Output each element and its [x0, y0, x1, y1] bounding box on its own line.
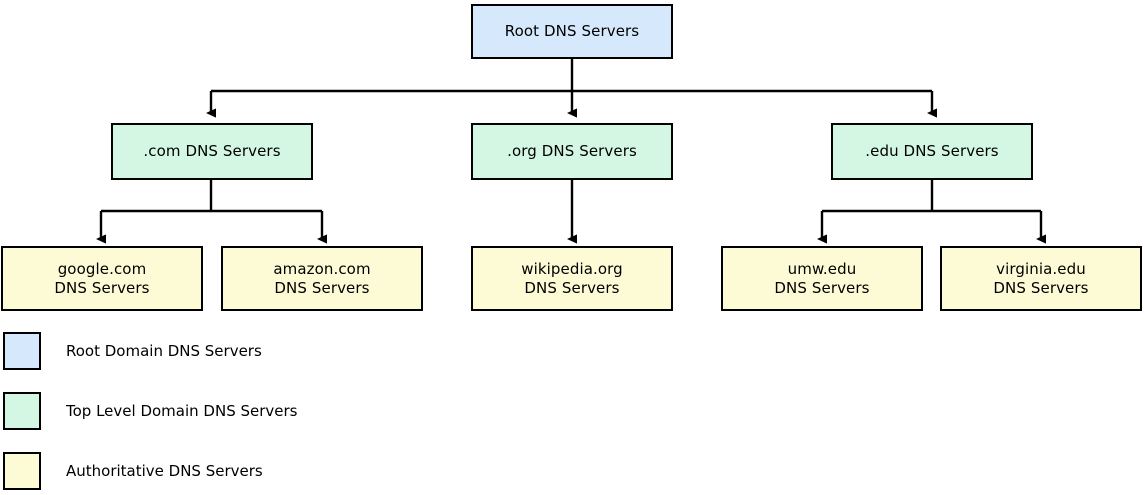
node-google-label-line1: google.com	[57, 259, 147, 278]
edge-edu-bus	[822, 180, 1041, 213]
node-wikipedia-dns-servers[interactable]: wikipedia.org DNS Servers	[471, 246, 673, 311]
node-org-label: .org DNS Servers	[507, 142, 637, 160]
node-wikipedia-label-line1: wikipedia.org	[521, 259, 623, 278]
node-virginia-label-line1: virginia.edu	[996, 259, 1086, 278]
legend-item-top-level-domain: Top Level Domain DNS Servers	[3, 390, 297, 432]
node-org-dns-servers[interactable]: .org DNS Servers	[471, 123, 673, 180]
legend-swatch-top-level-domain	[3, 392, 41, 430]
node-edu-label: .edu DNS Servers	[865, 142, 999, 160]
legend-swatch-authoritative	[3, 452, 41, 490]
edge-root-to-tld-bus	[211, 59, 932, 93]
node-google-dns-servers[interactable]: google.com DNS Servers	[1, 246, 203, 311]
node-amazon-dns-servers[interactable]: amazon.com DNS Servers	[221, 246, 423, 311]
node-virginia-label-line2: DNS Servers	[993, 278, 1089, 297]
legend-item-authoritative: Authoritative DNS Servers	[3, 450, 263, 492]
node-amazon-label-line2: DNS Servers	[274, 278, 370, 297]
legend-label-authoritative: Authoritative DNS Servers	[66, 462, 263, 480]
node-amazon-label-line1: amazon.com	[273, 259, 371, 278]
node-com-label: .com DNS Servers	[143, 142, 281, 160]
node-com-dns-servers[interactable]: .com DNS Servers	[111, 123, 313, 180]
edge-com-bus	[101, 180, 322, 213]
node-umw-label-line1: umw.edu	[787, 259, 857, 278]
node-root-dns-servers[interactable]: Root DNS Servers	[471, 4, 673, 59]
node-edu-dns-servers[interactable]: .edu DNS Servers	[831, 123, 1033, 180]
legend-swatch-root-domain	[3, 332, 41, 370]
node-google-label-line2: DNS Servers	[54, 278, 150, 297]
legend-item-root-domain: Root Domain DNS Servers	[3, 330, 262, 372]
node-umw-dns-servers[interactable]: umw.edu DNS Servers	[721, 246, 923, 311]
legend-label-root-domain: Root Domain DNS Servers	[66, 342, 262, 360]
node-virginia-dns-servers[interactable]: virginia.edu DNS Servers	[940, 246, 1142, 311]
legend-label-top-level-domain: Top Level Domain DNS Servers	[66, 402, 298, 420]
node-root-label: Root DNS Servers	[504, 22, 640, 40]
node-umw-label-line2: DNS Servers	[774, 278, 870, 297]
node-wikipedia-label-line2: DNS Servers	[524, 278, 620, 297]
